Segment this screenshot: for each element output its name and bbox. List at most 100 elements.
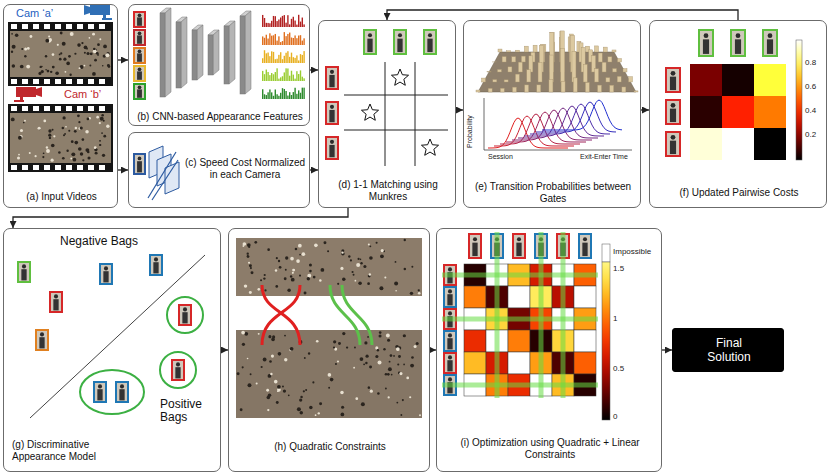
colorbar — [796, 40, 802, 160]
crowd-person — [82, 138, 85, 141]
colorbar-impossible — [602, 244, 610, 262]
crowd-person — [92, 33, 95, 36]
person-body — [516, 243, 521, 256]
crowd-person — [402, 399, 404, 401]
person-head — [428, 33, 432, 37]
film-hole — [11, 106, 17, 111]
film-hole — [33, 79, 39, 84]
cost-cell — [722, 128, 754, 160]
crowd-person — [264, 289, 266, 291]
crowd-person — [367, 282, 370, 285]
film-hole — [77, 79, 83, 84]
crowd-person — [295, 248, 298, 251]
film-hole — [22, 79, 28, 84]
colorbar-tick: 0.4 — [805, 107, 816, 116]
crowd-person — [58, 151, 61, 154]
panel-caption: (b) CNN-based Appearance Features — [131, 111, 309, 123]
probability-bar — [595, 69, 599, 82]
feature-histogram — [275, 59, 276, 63]
crowd-person — [396, 347, 400, 351]
flow-arrow — [310, 169, 318, 170]
crowd-person — [418, 292, 421, 295]
bag-label: Positive Bags — [160, 398, 216, 424]
person-head — [448, 333, 452, 337]
crowd-person — [378, 360, 382, 364]
crowd-person — [305, 389, 307, 391]
feature-histogram — [280, 42, 281, 45]
film-hole — [99, 106, 105, 111]
feature-histogram — [264, 50, 265, 63]
crowd-person — [51, 144, 55, 148]
feature-histogram — [267, 53, 268, 63]
person-body — [397, 39, 402, 52]
probability-bar — [594, 46, 598, 52]
person-head — [40, 332, 44, 336]
probability-bar — [606, 78, 610, 82]
flow-arrow — [387, 10, 738, 20]
person-thumbnail — [579, 234, 591, 258]
crowd-person — [38, 72, 41, 75]
person-body — [119, 389, 124, 400]
probability-bar — [561, 81, 565, 92]
camera-lens — [84, 5, 90, 15]
crowd-person — [314, 243, 318, 247]
crowd-person — [368, 387, 370, 389]
crowd-person — [106, 124, 109, 127]
feature-histogram — [285, 68, 286, 81]
person-thumbnail — [513, 234, 525, 258]
crowd-person — [95, 148, 97, 150]
crowd-person — [308, 352, 310, 354]
camera-label: Cam ‘a’ — [16, 7, 53, 19]
cnn-layer — [160, 13, 165, 97]
input-videos-panel: (a) Input Videos — [3, 4, 118, 208]
person-head — [154, 257, 158, 261]
feature-histogram — [267, 23, 268, 27]
crowd-person — [12, 64, 15, 67]
crowd-person — [249, 291, 252, 294]
crowd-person — [394, 281, 398, 285]
feature-histogram — [278, 19, 279, 27]
person-body — [329, 110, 334, 122]
probability-bar — [610, 85, 614, 92]
crowd-person — [284, 277, 287, 280]
cost-cell — [722, 64, 754, 96]
person-body — [670, 77, 676, 90]
probability-bar — [518, 62, 522, 72]
selection-glow — [561, 232, 566, 398]
probability-bar — [573, 78, 577, 92]
crowd-person — [389, 361, 391, 363]
crowd-person — [24, 55, 26, 57]
thumbnail-frame — [179, 305, 191, 325]
crowd-person — [276, 257, 278, 259]
crowd-person — [81, 42, 83, 44]
crowd-person — [298, 408, 301, 411]
thumbnail-frame — [444, 353, 456, 373]
cost-cell — [464, 352, 486, 374]
feature-histogram — [289, 57, 290, 63]
feature-histogram — [303, 24, 304, 27]
crowd-person — [406, 377, 409, 380]
crowd-person — [395, 261, 397, 263]
feature-histogram — [291, 71, 292, 81]
film-hole — [55, 24, 61, 29]
thumbnail-frame — [134, 84, 145, 99]
crowd-person — [387, 373, 390, 376]
feature-histogram — [267, 72, 268, 81]
crowd-person — [50, 71, 52, 73]
crowd-person — [99, 144, 101, 146]
speed-line — [148, 152, 176, 198]
thumbnail-frame — [134, 154, 145, 174]
feature-histogram — [264, 18, 265, 27]
crowd-person — [250, 373, 252, 375]
cnn-layer — [192, 30, 197, 80]
probability-bar — [634, 91, 638, 92]
crowd-person — [383, 348, 385, 350]
crowd-person — [96, 52, 99, 55]
person-head — [176, 362, 180, 366]
feature-histogram — [264, 74, 265, 81]
cost-cell — [754, 96, 786, 128]
person-head — [138, 31, 142, 35]
cnn-layer — [165, 8, 171, 97]
crowd-person — [27, 47, 30, 50]
crowd-person — [100, 117, 104, 121]
